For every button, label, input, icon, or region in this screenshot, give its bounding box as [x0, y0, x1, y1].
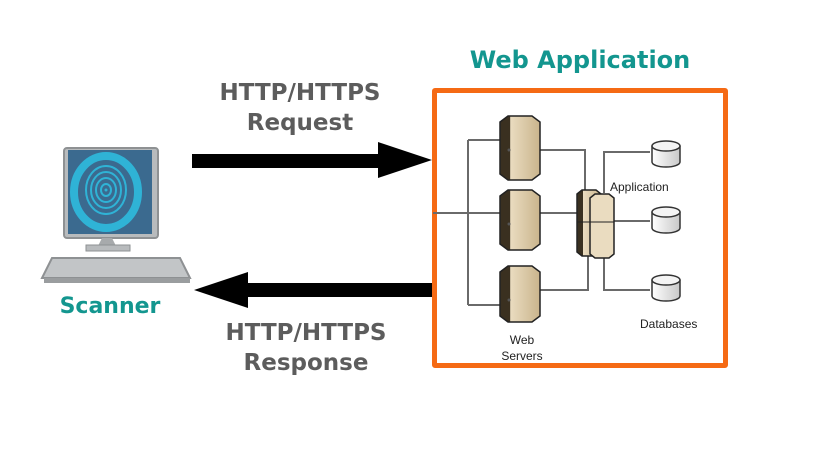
web-servers-label-line1: Web	[509, 333, 535, 347]
application-server-cluster	[576, 189, 615, 259]
request-label-line2: Request	[246, 110, 354, 136]
request-arrow	[192, 142, 432, 178]
response-label-line1: HTTP/HTTPS	[225, 320, 387, 346]
response-arrow	[194, 272, 434, 308]
database-2	[651, 206, 681, 234]
application-label: Application	[610, 180, 669, 194]
web-server-2	[499, 189, 541, 251]
response-label-line2: Response	[243, 350, 369, 376]
request-label-line1: HTTP/HTTPS	[219, 80, 381, 106]
web-application-box	[432, 88, 728, 368]
databases-label: Databases	[640, 317, 698, 331]
web-application-title: Web Application	[469, 46, 691, 74]
web-server-1	[499, 115, 541, 181]
request-label: HTTP/HTTPS Request	[190, 78, 410, 138]
web-servers-label-line2: Servers	[501, 349, 543, 363]
database-3	[651, 274, 681, 302]
scanner-label: Scanner	[59, 294, 161, 319]
network-lines	[433, 139, 650, 306]
response-label: HTTP/HTTPS Response	[196, 318, 416, 378]
web-server-3	[499, 265, 541, 323]
web-servers-label: Web Servers	[497, 332, 547, 364]
fingerprint-icon	[70, 152, 142, 232]
database-1	[651, 140, 681, 168]
